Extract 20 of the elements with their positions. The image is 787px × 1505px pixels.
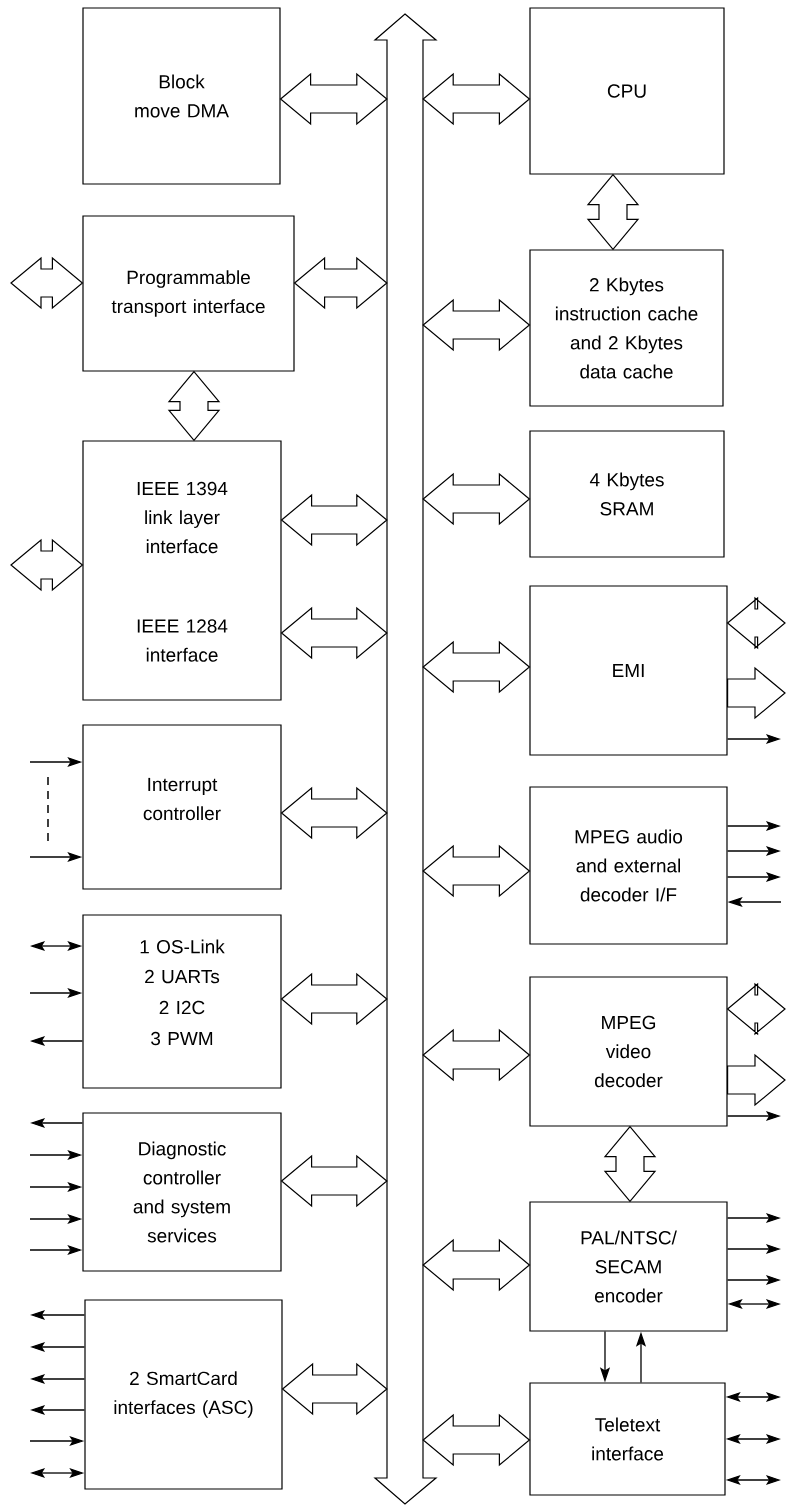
function-block: PAL/NTSC/ SECAM encoder [529, 1201, 728, 1332]
function-block: Teletext interface [529, 1382, 726, 1496]
function-block: 2 SmartCard interfaces (ASC) [84, 1299, 283, 1490]
function-block: 2 Kbytes instruction cache and 2 Kbytes data cache [529, 249, 724, 407]
function-block: Block move DMA [82, 7, 281, 185]
function-block: MPEG audio and external decoder I/F [529, 786, 728, 945]
block-arrow [727, 1053, 786, 1107]
function-block: 1 OS-Link 2 UARTs 2 I2C 3 PWM [82, 914, 282, 1089]
block-arrow [10, 256, 84, 310]
function-block: EMI [529, 585, 728, 756]
function-block: Diagnostic controller and system services [82, 1112, 282, 1272]
function-block: MPEG video decoder [529, 976, 728, 1127]
bus-arrow [373, 13, 438, 1505]
block-arrow [727, 666, 786, 720]
function-block: IEEE 1394 link layer interface IEEE 1284 interface [82, 440, 282, 701]
function-block: Programmable transport interface [82, 215, 295, 372]
function-block: Interrupt controller [82, 724, 282, 890]
function-block: 4 Kbytes SRAM [529, 430, 725, 558]
block-arrow [10, 538, 84, 592]
function-block: CPU [529, 7, 725, 175]
